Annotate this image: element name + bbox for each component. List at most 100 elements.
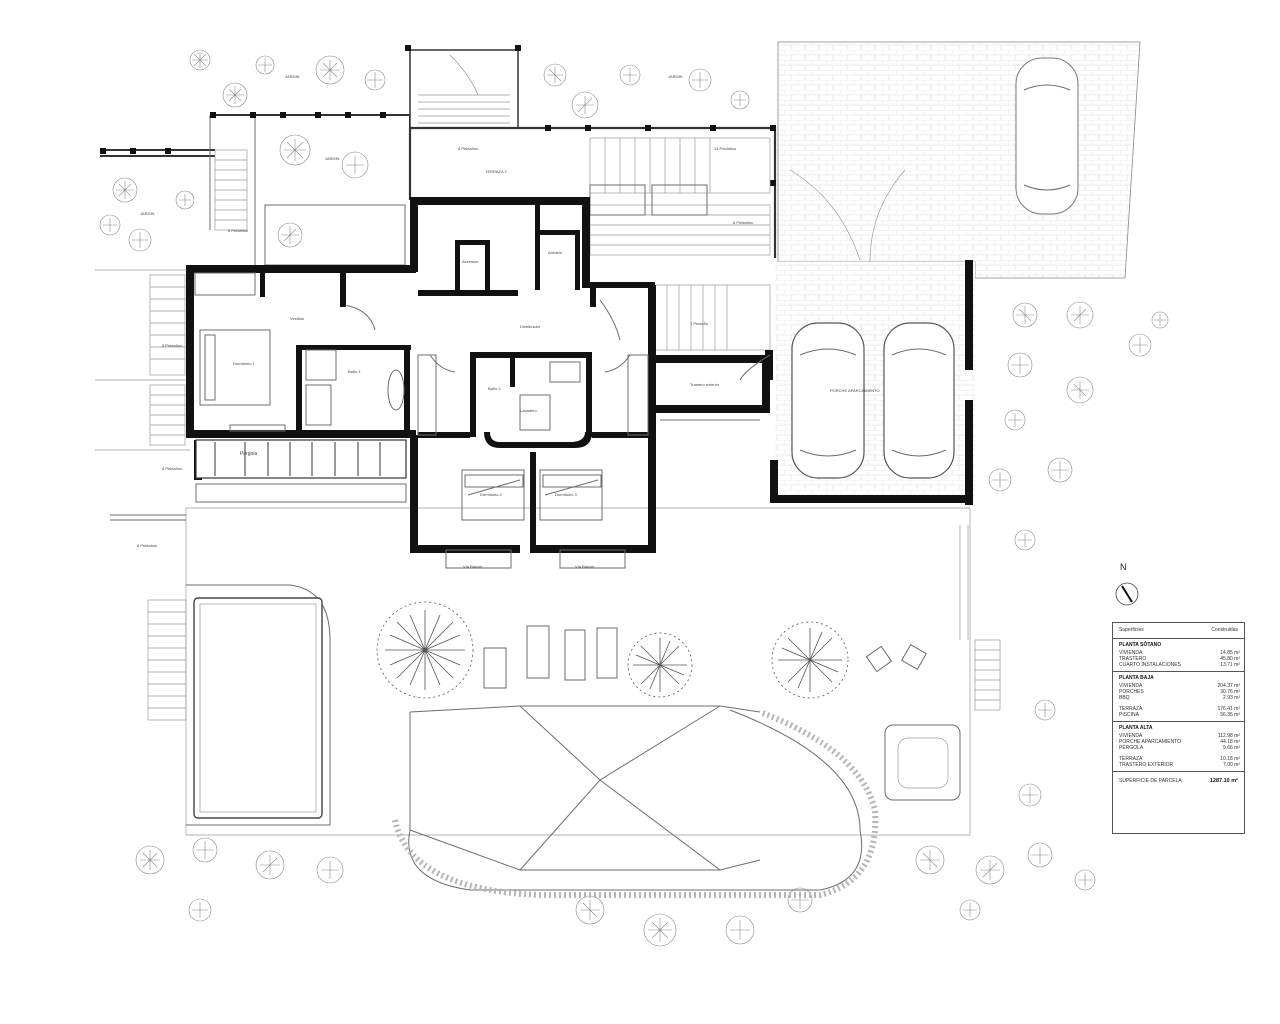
olive-tree <box>627 632 693 698</box>
surfaces-row-value: 14.85 m² <box>1220 650 1240 656</box>
surfaces-row-value: 204.37 m² <box>1217 683 1240 689</box>
north-letter: N <box>1120 562 1127 572</box>
stair-note: 8 Peldaños <box>733 220 753 225</box>
car-2 <box>883 322 955 479</box>
stairs-lower-left <box>147 599 187 721</box>
tree <box>255 850 285 880</box>
pergola <box>195 439 407 503</box>
site-lower <box>110 507 1001 898</box>
surfaces-row-value: 9.66 m² <box>1223 745 1240 751</box>
tree <box>341 151 369 179</box>
terrace-label: TERRAZA 2 <box>485 169 508 174</box>
surfaces-row-value: 7.00 m² <box>1223 762 1240 768</box>
tree <box>192 837 218 863</box>
surfaces-row: TRASTERO 45.80 m² <box>1119 656 1240 662</box>
stairs-lower-right <box>974 639 1001 711</box>
surfaces-row-label: PORCHE APARCAMIENTO <box>1119 739 1182 745</box>
tree <box>316 856 344 884</box>
tree <box>1027 842 1053 868</box>
surfaces-row-label: PISCINA <box>1119 712 1140 718</box>
tree <box>188 898 212 922</box>
surfaces-row-value: 56.35 m² <box>1220 712 1240 718</box>
built-header-label: Construidas <box>1211 627 1238 633</box>
tree <box>222 82 248 108</box>
surfaces-row-value: 176.41 m² <box>1217 706 1240 712</box>
tree <box>277 222 303 248</box>
tree <box>1007 352 1033 378</box>
surfaces-row-value: 10.18 m² <box>1220 756 1240 762</box>
bath-2-label: Baño 2 <box>488 386 501 391</box>
surfaces-row-label: PÉRGOLA <box>1119 745 1144 751</box>
room-labels: JARDIN JARDIN JARDIN JARDIN TERRAZA 2 Pé… <box>140 74 880 569</box>
feature-trees <box>376 601 849 699</box>
surfaces-row: CUARTO INSTALACIONES 13.71 m² <box>1119 662 1240 668</box>
surfaces-row-label: BBQ <box>1119 695 1130 701</box>
wardrobe-label: Armario <box>548 250 563 255</box>
tree <box>1151 311 1169 329</box>
stair-note: 8 Peldaños <box>228 228 248 233</box>
lift-label: Ascensor <box>462 259 479 264</box>
tree <box>1128 333 1152 357</box>
lower-roof <box>408 705 863 891</box>
surfaces-section-title: PLANTA BAJA <box>1119 675 1154 681</box>
tree <box>571 91 599 119</box>
compass-icon <box>1115 582 1139 606</box>
bedroom-2-label: Dormitorio 2 <box>480 492 503 497</box>
tree <box>688 68 712 92</box>
tree <box>975 855 1005 885</box>
tree <box>99 214 121 236</box>
garden-label-2: JARDIN <box>668 74 683 79</box>
stair-note: 8 Peldaños <box>458 146 478 151</box>
surfaces-row: TERRAZA 10.18 m² <box>1119 756 1240 762</box>
plot-surface-label: SUPERFICIE DE PARCELA: <box>1119 778 1184 784</box>
stair-note: 8 Peldaños <box>162 466 182 471</box>
parking-porch-label: PORCHE APARCAMIENTO <box>830 388 880 393</box>
surfaces-row-label: TERRAZA <box>1119 706 1143 712</box>
bedroom-3-label: Dormitorio 3 <box>555 492 578 497</box>
pergola-label: Pérgola <box>240 451 257 457</box>
house-walls <box>186 197 973 553</box>
surfaces-row-label: PORCHES <box>1119 689 1144 695</box>
garden-label-3: JARDIN <box>325 156 340 161</box>
surfaces-row-label: CUARTO INSTALACIONES <box>1119 662 1181 668</box>
surfaces-row: TRASTERO EXTERIOR 7.00 m² <box>1119 762 1240 768</box>
surfaces-header-label: Superficies <box>1119 627 1144 633</box>
tree <box>135 845 165 875</box>
surfaces-row-label: TRASTERO <box>1119 656 1147 662</box>
tree <box>128 228 152 252</box>
balcony-label-1: Vía Balcón <box>463 564 482 569</box>
surfaces-row: PÉRGOLA 9.66 m² <box>1119 745 1240 751</box>
tree <box>315 55 345 85</box>
olive-tree <box>376 601 474 699</box>
sun-loungers <box>483 625 618 689</box>
tree <box>1066 376 1094 404</box>
bath-1-label: Baño 1 <box>348 369 361 374</box>
stair-note: 8 Peldaños <box>137 543 157 548</box>
surfaces-row-value: 45.80 m² <box>1220 656 1240 662</box>
olive-tree <box>771 621 849 699</box>
swimming-pool <box>193 597 323 819</box>
surfaces-row-value: 2.93 m² <box>1223 695 1240 701</box>
plot-surface-value: 1287.10 m² <box>1209 778 1238 784</box>
surfaces-row-label: TRASTERO EXTERIOR <box>1119 762 1174 768</box>
tree <box>255 55 275 75</box>
tree <box>543 63 567 87</box>
car-top <box>1015 57 1079 215</box>
upper-terrace <box>100 45 777 351</box>
surfaces-section-title: PLANTA ALTA <box>1119 725 1153 731</box>
tree <box>1018 783 1042 807</box>
surfaces-section-title: PLANTA SÓTANO <box>1119 642 1162 648</box>
surfaces-table-header: Superficies Construidas <box>1113 623 1244 639</box>
tree <box>619 64 641 86</box>
tree <box>1047 457 1073 483</box>
surfaces-row-label: TERRAZA <box>1119 756 1143 762</box>
surfaces-row-value: 13.71 m² <box>1220 662 1240 668</box>
